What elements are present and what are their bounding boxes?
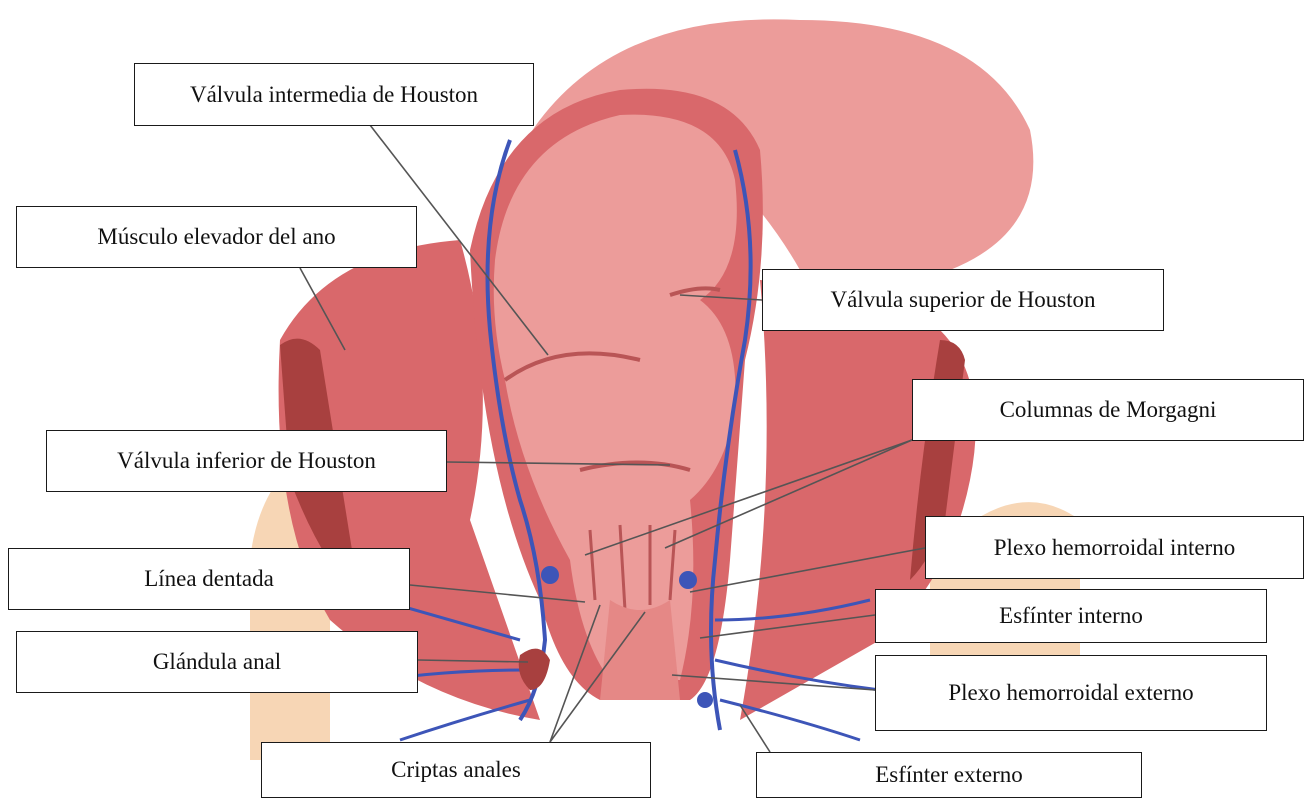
anal-canal	[600, 600, 680, 700]
label-valvula-intermedia: Válvula intermedia de Houston	[134, 63, 534, 126]
label-glandula-anal: Glándula anal	[16, 631, 418, 693]
label-linea-dentada: Línea dentada	[8, 548, 410, 610]
label-plexo-externo: Plexo hemorroidal externo	[875, 655, 1267, 731]
internal-plexus-left	[541, 566, 559, 584]
label-esfinter-externo: Esfínter externo	[756, 752, 1142, 798]
label-valvula-inferior: Válvula inferior de Houston	[46, 430, 447, 492]
label-columnas-morgagni: Columnas de Morgagni	[912, 379, 1304, 441]
label-plexo-interno: Plexo hemorroidal interno	[925, 516, 1304, 579]
label-musculo-elevador: Músculo elevador del ano	[16, 206, 417, 268]
external-plexus-right	[697, 692, 713, 708]
internal-plexus-right	[679, 571, 697, 589]
label-esfinter-interno: Esfínter interno	[875, 589, 1267, 643]
label-valvula-superior: Válvula superior de Houston	[762, 269, 1164, 331]
label-criptas-anales: Criptas anales	[261, 742, 651, 798]
